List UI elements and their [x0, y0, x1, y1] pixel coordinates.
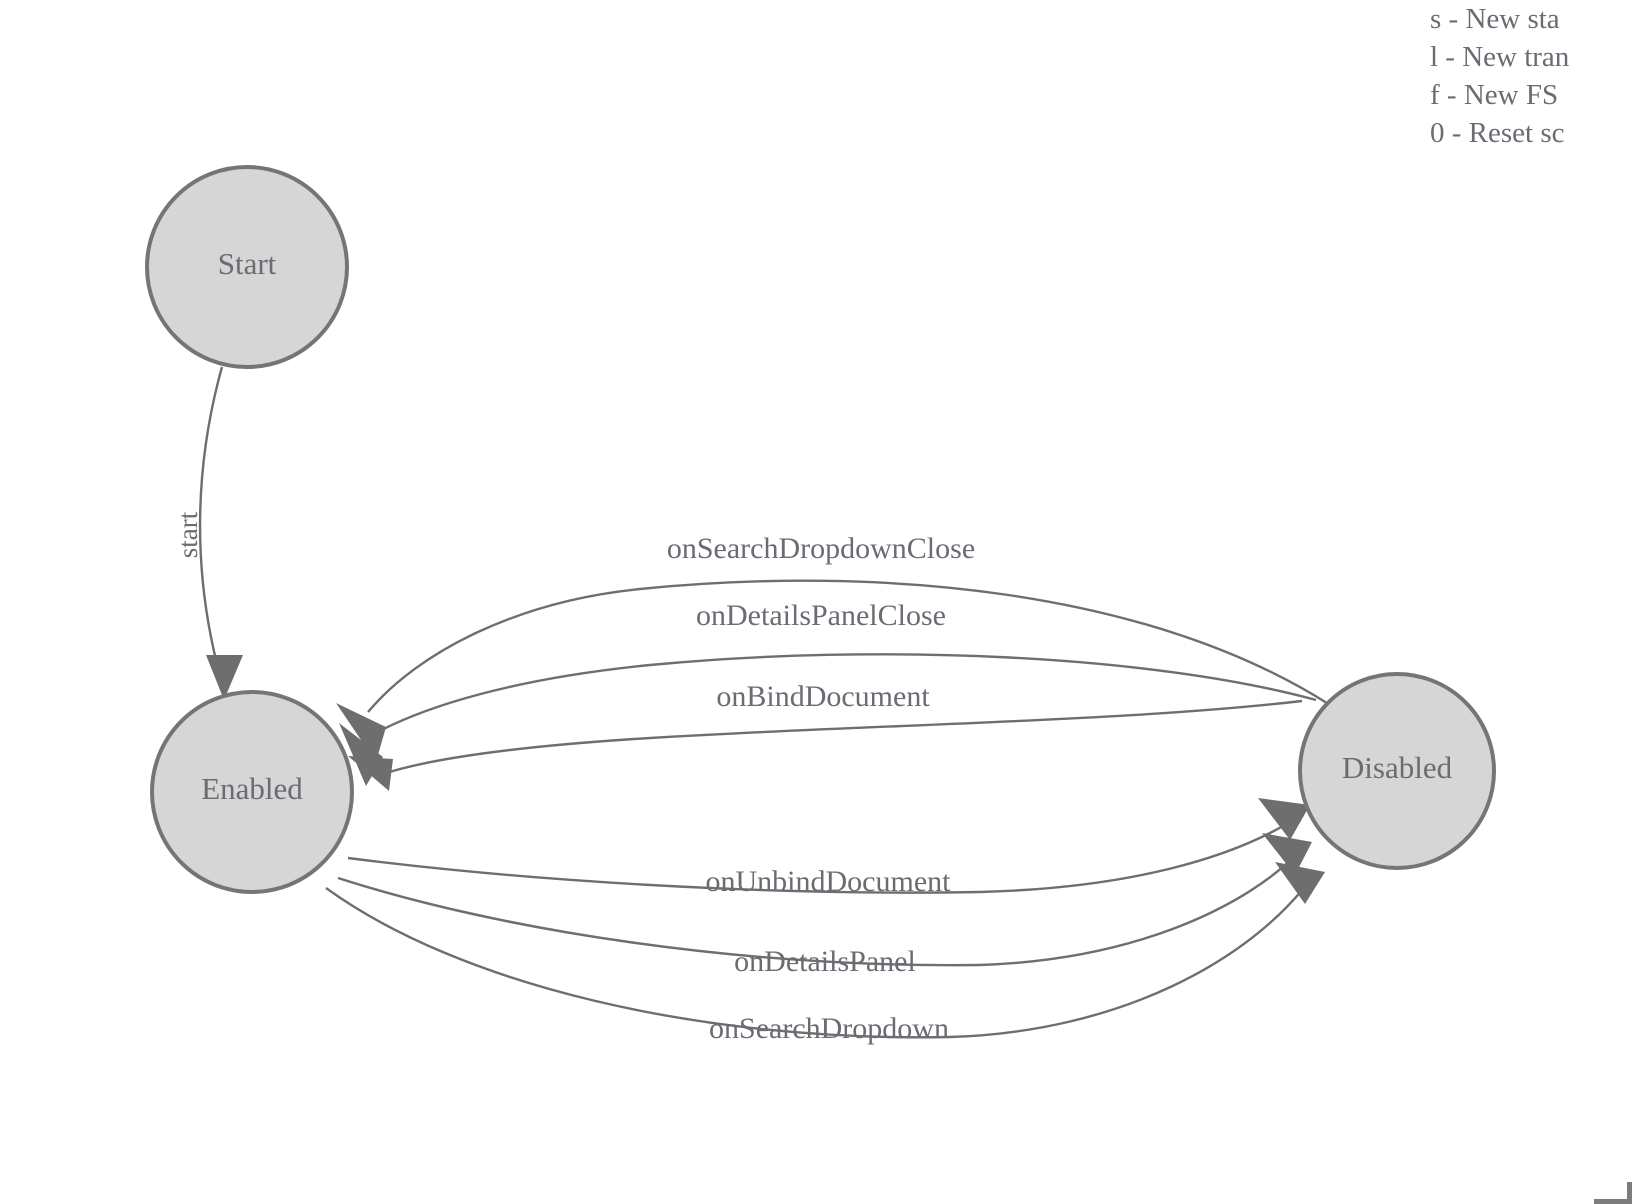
node-start-label: Start [218, 246, 277, 281]
node-enabled-label: Enabled [201, 771, 303, 806]
edge-on-search-dropdown-close[interactable]: onSearchDropdownClose [336, 532, 1331, 762]
edge-on-details-panel[interactable]: onDetailsPanel [337, 833, 1312, 978]
arrowhead-on-bind-document [348, 756, 393, 791]
node-enabled-circle[interactable] [150, 690, 354, 894]
edge-on-search-dropdown[interactable]: onSearchDropdown [325, 862, 1325, 1045]
canvas-corner-handle[interactable] [1594, 1182, 1632, 1204]
arrowhead-start-to-enabled [206, 655, 243, 700]
node-disabled-circle[interactable] [1298, 672, 1496, 870]
edge-on-details-panel-close[interactable]: onDetailsPanelClose [339, 599, 1317, 786]
node-disabled[interactable]: Disabled [1298, 672, 1496, 870]
edge-label-on-details-panel: onDetailsPanel [734, 945, 916, 978]
edge-label-on-details-panel-close: onDetailsPanelClose [696, 599, 946, 632]
node-start[interactable]: Start [145, 165, 349, 369]
arrowhead-on-search-dropdown [1275, 862, 1325, 904]
edge-path-on-unbind-document [347, 820, 1291, 894]
edge-path-on-details-panel [337, 854, 1297, 967]
edge-path-on-search-dropdown-close [367, 579, 1331, 713]
edge-start-path [198, 366, 224, 661]
arrowhead-on-unbind-document [1258, 798, 1310, 840]
arrowhead-on-details-panel [1262, 833, 1312, 875]
edge-path-on-details-panel-close [359, 653, 1317, 744]
edge-path-on-bind-document [379, 699, 1303, 777]
edge-label-on-unbind-document: onUnbindDocument [706, 865, 952, 898]
edge-label-start: start [173, 511, 203, 558]
edge-label-on-bind-document: onBindDocument [716, 680, 930, 713]
edge-on-bind-document[interactable]: onBindDocument [348, 680, 1303, 791]
arrowhead-on-search-dropdown-close [336, 703, 386, 762]
edge-path-on-search-dropdown [325, 879, 1311, 1039]
edge-label-on-search-dropdown: onSearchDropdown [709, 1012, 949, 1045]
node-disabled-label: Disabled [1342, 750, 1453, 785]
node-start-circle[interactable] [145, 165, 349, 369]
edge-on-unbind-document[interactable]: onUnbindDocument [347, 798, 1310, 898]
edge-start-to-enabled[interactable]: start [173, 366, 243, 700]
node-enabled[interactable]: Enabled [150, 690, 354, 894]
edge-label-on-search-dropdown-close: onSearchDropdownClose [667, 532, 975, 565]
